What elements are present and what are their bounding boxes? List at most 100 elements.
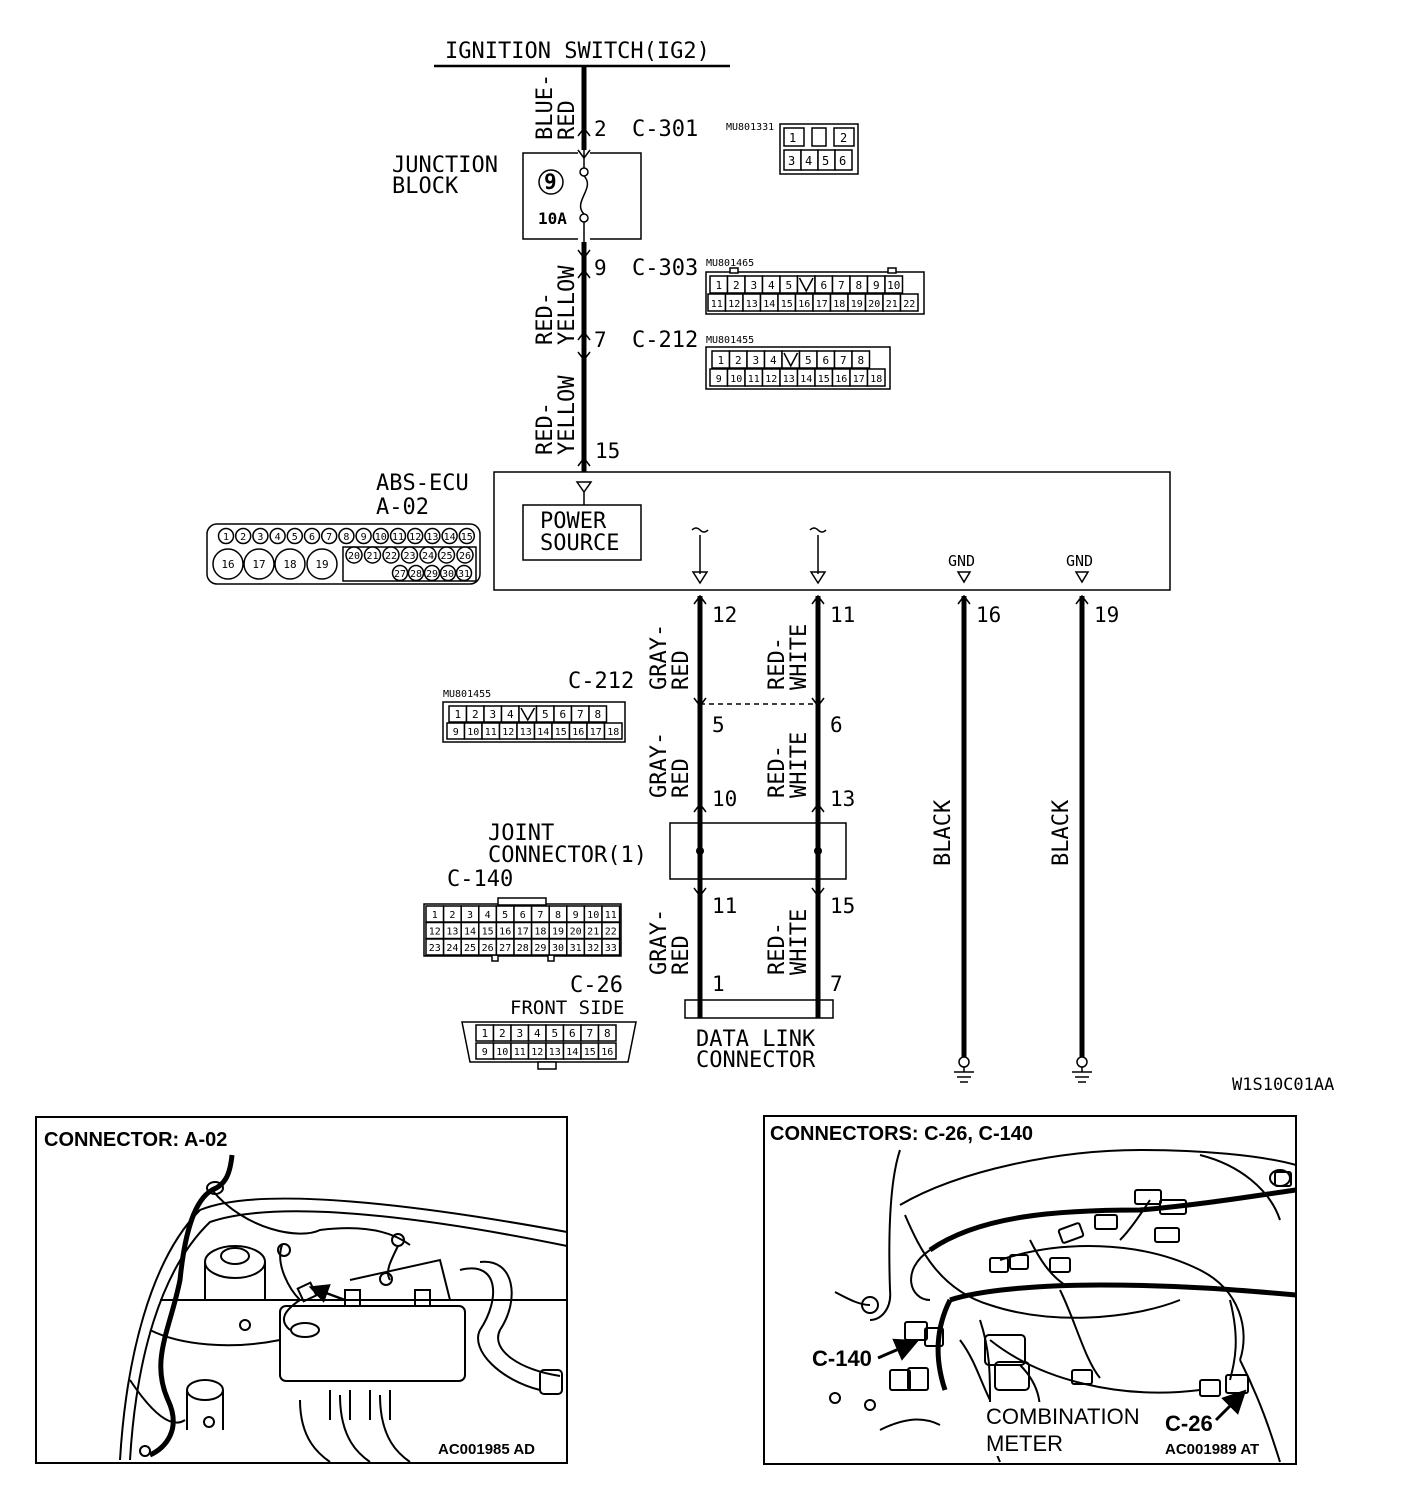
svg-text:BLUE-: BLUE- <box>533 74 558 140</box>
pin-white-dlc: 7 <box>830 972 843 996</box>
connector-pin-label: 7 <box>577 708 584 721</box>
connector-pin-label: 8 <box>555 910 561 921</box>
joint-connector-box <box>669 818 847 884</box>
abs-ecu-connector: A-02 <box>376 495 429 520</box>
connector-pin-label: 2 <box>499 1027 506 1040</box>
left-panel-title: CONNECTOR: A-02 <box>44 1129 227 1151</box>
connector-pin-label: 4 <box>275 532 281 543</box>
connector-pin-label: 6 <box>520 910 526 921</box>
connector-pin-label: 3 <box>516 1027 523 1040</box>
wire-label-gray-red-2: GRAY- RED <box>647 732 694 798</box>
connector-pin-label: 6 <box>559 708 566 721</box>
connector-pin-label: 16 <box>798 299 810 310</box>
connector-pin-label: 2 <box>472 708 479 721</box>
connector-pin-label: 2 <box>733 279 740 292</box>
connector-pin-label: 8 <box>855 279 862 292</box>
connector-pin-label: 7 <box>586 1027 593 1040</box>
connector-pin-label: 3 <box>467 910 473 921</box>
connector-pin-label: 13 <box>746 299 758 310</box>
connector-pin-label: 3 <box>750 279 757 292</box>
connector-pin-label: 10 <box>730 374 742 385</box>
connector-pin-label: 20 <box>348 551 360 562</box>
connector-pin-label: 16 <box>572 727 584 738</box>
power-source-block: POWER SOURCE <box>522 481 642 561</box>
svg-text:GND: GND <box>948 552 975 570</box>
c212-mid-part: MU801455 <box>443 689 491 700</box>
gnd-symbol-1: GND <box>948 552 975 584</box>
c212-top-name: C-212 <box>632 328 698 353</box>
connector-pin-label: 6 <box>569 1027 576 1040</box>
connector-pin-label: 13 <box>446 927 458 938</box>
connector-pin-label: 6 <box>822 354 829 367</box>
connector-pin-label: 5 <box>551 1027 558 1040</box>
connector-pin-label: 7 <box>838 279 845 292</box>
svg-text:YELLOW: YELLOW <box>555 375 580 455</box>
connector-pin-label: 15 <box>461 532 473 543</box>
svg-text:GND: GND <box>1066 552 1093 570</box>
ecu-pin-15: 15 <box>595 439 620 463</box>
connector-pin-label: 18 <box>870 374 882 385</box>
connector-pin-label: 1 <box>454 708 461 721</box>
connector-pin-label: 24 <box>422 551 434 562</box>
connector-pin-label: 7 <box>537 910 543 921</box>
connector-pin-label: 28 <box>410 569 422 580</box>
c26-name: C-26 <box>570 973 623 998</box>
connector-pin-label: 14 <box>566 1047 578 1058</box>
connector-pin-label: 1 <box>223 532 229 543</box>
connector-pin-label: 18 <box>607 727 619 738</box>
figure-code: W1S10C01AA <box>1232 1075 1334 1095</box>
svg-text:RED-: RED- <box>765 745 790 798</box>
connector-pin-label: 25 <box>440 551 452 562</box>
connector-pin-label: 11 <box>711 299 723 310</box>
connector-pin-label: 20 <box>570 927 582 938</box>
connector-pin-label: 5 <box>292 532 298 543</box>
right-panel-code: AC001989 AT <box>1165 1441 1259 1458</box>
connector-pin-label: 31 <box>458 569 470 580</box>
connector-pin-label: 12 <box>765 374 777 385</box>
wire-label-red-yellow-2: RED- YELLOW <box>533 375 580 455</box>
connector-pin-label: 11 <box>605 910 617 921</box>
connector-pin-label: 21 <box>366 551 378 562</box>
connector-pin-label: 14 <box>444 532 456 543</box>
pin-gray-dlc: 1 <box>712 972 725 996</box>
connector-pin-label: 9 <box>453 727 459 738</box>
svg-text:RED-: RED- <box>533 292 558 345</box>
connector-pin-label: 6 <box>820 279 827 292</box>
connector-pin-label: 27 <box>394 569 406 580</box>
connector-pin-label: 22 <box>605 927 617 938</box>
connector-pin-label: 17 <box>590 727 602 738</box>
connector-pin-label: 5 <box>805 354 812 367</box>
connector-pin-label: 12 <box>409 532 421 543</box>
callout-c26: C-26 <box>1165 1411 1213 1436</box>
abs-ecu-label: ABS-ECU <box>376 471 469 496</box>
connector-pin-label: 19 <box>315 558 328 571</box>
wire-label-red-yellow-1: RED- YELLOW <box>533 265 580 345</box>
pin-white-jc-in: 13 <box>830 787 855 811</box>
connector-pin-label: 8 <box>857 354 864 367</box>
data-link-connector-box <box>684 999 834 1019</box>
connector-pin-label: 15 <box>781 299 793 310</box>
pin-gray-jc-in: 10 <box>712 787 737 811</box>
connector-pin-label: 29 <box>534 943 546 954</box>
connector-pin-label: 11 <box>514 1047 526 1058</box>
connector-pin-label: 13 <box>783 374 795 385</box>
connector-pin-label: 21 <box>587 927 599 938</box>
pin-gnd-16: 16 <box>976 603 1001 627</box>
lower-wire-ticks <box>693 594 1089 1009</box>
connector-pin-label: 12 <box>531 1047 543 1058</box>
pin-gnd-19: 19 <box>1094 603 1119 627</box>
connector-pin-label: 4 <box>770 354 777 367</box>
connector-pin-label: 26 <box>482 943 494 954</box>
meter-label-backdrop <box>982 1402 1154 1456</box>
connector-pin-label: 10 <box>587 910 599 921</box>
wire-label-black-1: BLACK <box>931 799 956 866</box>
data-link-label-1: DATA LINK <box>696 1027 816 1052</box>
connector-pin-label: 4 <box>768 279 775 292</box>
connector-pin-label: 9 <box>361 532 367 543</box>
connector-pin-label: 13 <box>549 1047 561 1058</box>
svg-text:YELLOW: YELLOW <box>555 265 580 345</box>
connector-pin-label: 18 <box>283 558 296 571</box>
